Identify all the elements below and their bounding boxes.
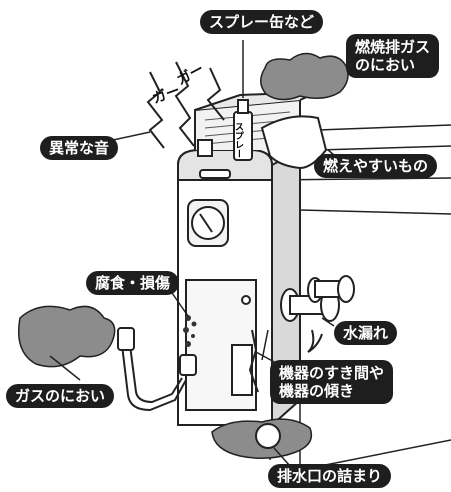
sound-zigzag-lines — [146, 61, 225, 149]
gas-smell-cloud — [18, 305, 116, 368]
exhaust-cap — [197, 139, 213, 157]
label-gap-tilt: 機器のすき間や 機器の傾き — [270, 360, 394, 404]
drain-icon — [255, 423, 281, 449]
gas-hose — [117, 327, 197, 412]
label-gap-tilt-line1: 機器のすき間や — [279, 364, 385, 382]
label-spray-can: スプレー缶など — [200, 10, 324, 34]
label-drain-clog: 排水口の詰まり — [268, 464, 392, 488]
label-gas-smell: ガスのにおい — [6, 384, 115, 408]
label-gap-tilt-line2: 機器の傾き — [279, 382, 355, 400]
label-flammables: 燃えやすいもの — [314, 154, 438, 178]
water-pipes — [280, 275, 355, 353]
label-exhaust-smell-line1: 燃焼排ガス — [355, 38, 431, 56]
label-corrosion: 腐食・損傷 — [86, 271, 180, 295]
exhaust-smell-cloud — [260, 52, 349, 101]
label-abnormal-sound: 異常な音 — [40, 136, 119, 160]
label-water-leak: 水漏れ — [334, 321, 398, 345]
label-exhaust-smell: 燃焼排ガス のにおい — [346, 34, 440, 78]
towel-icon — [260, 115, 328, 170]
corrosion-spots — [183, 315, 197, 347]
label-exhaust-smell-line2: のにおい — [355, 56, 416, 74]
spray-can-icon — [233, 40, 253, 161]
spray-can-text: スプレー — [233, 122, 243, 158]
